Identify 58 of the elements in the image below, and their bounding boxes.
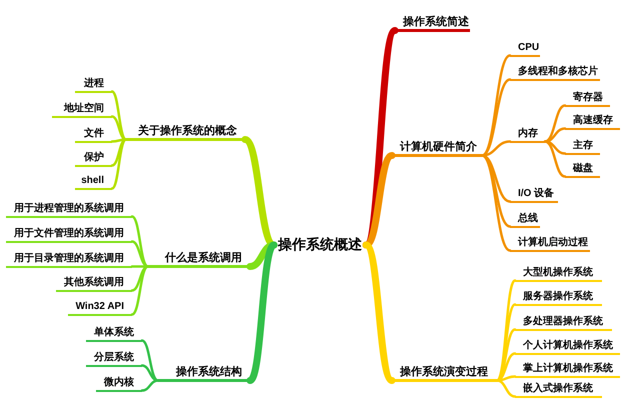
topic-label: 分层系统 xyxy=(86,351,142,367)
topic-label: 服务器操作系统 xyxy=(515,290,602,306)
topic-label: 什么是系统调用 xyxy=(148,252,250,268)
branch-line xyxy=(110,138,128,167)
branch-line xyxy=(110,115,128,141)
branch-line xyxy=(496,379,516,398)
topic-label: 地址空间 xyxy=(52,102,112,118)
branch-line xyxy=(140,379,160,392)
branch-line xyxy=(246,242,278,384)
topic-label: 保护 xyxy=(75,151,112,167)
branch-line xyxy=(140,364,160,382)
topic-label: 进程 xyxy=(75,77,112,93)
topic-label: 内存 xyxy=(510,127,545,143)
topic-label: 用于文件管理的系统调用 xyxy=(6,227,132,243)
branch-line xyxy=(544,127,566,143)
topic-label: CPU xyxy=(510,41,540,57)
topic-label: 操作系统演变过程 xyxy=(392,366,497,382)
topic-label: 用于目录管理的系统调用 xyxy=(6,252,132,268)
topic-label: 计算机启动过程 xyxy=(510,236,590,252)
topic-label: 微内核 xyxy=(96,376,142,392)
topic-label: Win32 API xyxy=(68,300,132,316)
topic-label: 计算机硬件简介 xyxy=(392,141,482,157)
topic-label: 寄存器 xyxy=(565,91,610,107)
topic-label: 多处理器操作系统 xyxy=(515,315,612,331)
topic-label: 其他系统调用 xyxy=(56,276,132,292)
topic-label: 操作系统结构 xyxy=(158,366,250,382)
branch-line xyxy=(130,265,150,316)
branch-line xyxy=(544,104,566,143)
branch-line xyxy=(110,138,128,190)
branch-line xyxy=(480,78,512,157)
branch-line xyxy=(140,339,160,382)
topic-label: I/O 设备 xyxy=(510,187,558,203)
topic-label: 操作系统简述 xyxy=(395,16,470,32)
branch-line xyxy=(130,240,150,268)
topic-label: 高速缓存 xyxy=(565,114,620,130)
topic-label: 总线 xyxy=(510,212,540,228)
branch-line xyxy=(362,242,396,384)
topic-label: 文件 xyxy=(75,127,112,143)
topic-label: 个人计算机操作系统 xyxy=(515,339,620,355)
topic-label: 关于操作系统的概念 xyxy=(126,125,245,141)
branch-line xyxy=(480,154,512,252)
topic-label: 磁盘 xyxy=(565,162,600,178)
topic-label: 嵌入式操作系统 xyxy=(515,382,602,398)
topic-label: 用于进程管理的系统调用 xyxy=(6,202,132,218)
topic-label: 主存 xyxy=(565,139,600,155)
topic-label: 大型机操作系统 xyxy=(515,266,602,282)
branch-line xyxy=(130,215,150,268)
topic-label: shell xyxy=(75,174,112,190)
branch-line xyxy=(544,140,566,178)
topic-label: 多线程和多核芯片 xyxy=(510,65,600,81)
topic-label: 掌上计算机操作系统 xyxy=(515,362,620,378)
topic-label: 单体系统 xyxy=(86,326,142,342)
branch-line xyxy=(110,90,128,141)
branch-line xyxy=(496,279,516,382)
branch-line xyxy=(130,265,150,292)
central-topic: 操作系统概述 xyxy=(274,234,366,254)
branch-line xyxy=(496,375,516,382)
branch-line xyxy=(496,352,516,382)
